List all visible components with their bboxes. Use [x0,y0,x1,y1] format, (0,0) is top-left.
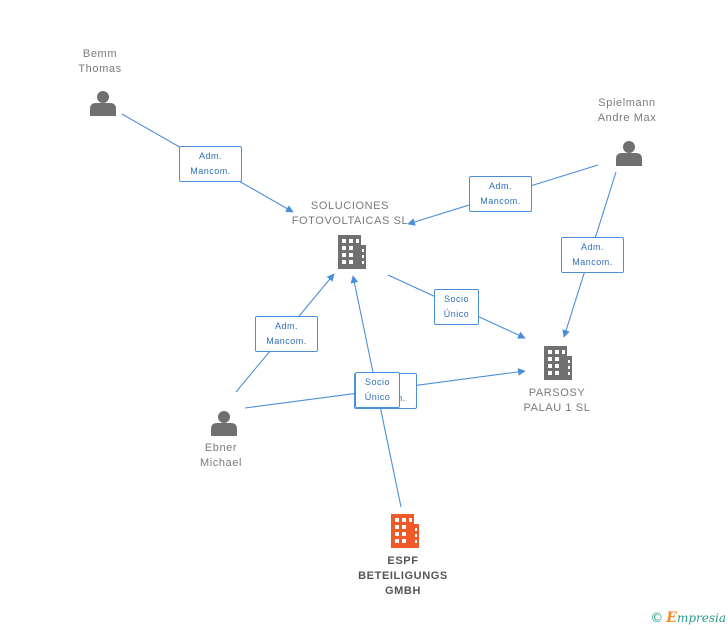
edge-role-line: Mancom. [190,166,231,176]
brand-name: mpresia [676,611,726,625]
person-icon[interactable] [616,141,642,166]
edge-role-line: Adm. [488,181,512,191]
person-icon[interactable] [211,411,237,436]
edge-label-spielmann-parsosy[interactable]: Adm. Mancom. [561,237,624,273]
edge-role-line: Adm. [580,242,604,252]
node-name-line: Michael [199,457,243,469]
node-label-spielmann[interactable]: Spielmann Andre Max [567,96,687,126]
node-name-line: Andre Max [597,112,657,124]
edge-role-line: Único [443,309,470,319]
edge-role-line: Mancom. [266,336,307,346]
edge-role-line: Adm. [198,151,222,161]
node-name-line: GMBH [384,585,421,597]
node-name-line: SOLUCIONES [310,200,390,212]
building-icon[interactable] [391,514,419,548]
person-icon[interactable] [90,91,116,116]
node-name-line: Thomas [78,63,122,75]
edge-role-line: Socio [443,294,469,304]
building-icon[interactable] [544,346,572,380]
building-icon[interactable] [338,235,366,269]
node-name-line: PARSOSY [528,387,586,399]
node-name-line: BETEILIGUNGS [358,570,448,582]
edge-label-ebner-soluciones[interactable]: Adm. Mancom. [255,316,318,352]
footer-brand[interactable]: ©Empresia [650,610,726,626]
edge-role-line: Socio [364,377,390,387]
node-label-parsosy[interactable]: PARSOSY PALAU 1 SL [497,386,617,416]
node-name-line: Ebner [204,442,238,454]
node-label-bemm[interactable]: Bemm Thomas [40,47,160,77]
edge-label-bemm-soluciones[interactable]: Adm. Mancom. [179,146,242,182]
edge-label-spielmann-soluciones[interactable]: Adm. Mancom. [469,176,532,212]
node-name-line: Bemm [82,48,118,60]
edge-role-line: Mancom. [572,257,613,267]
edge-role-line: Único [364,392,391,402]
copyright-symbol: © [650,611,664,626]
edge-role-line: Mancom. [480,196,521,206]
node-label-espf[interactable]: ESPF BETEILIGUNGS GMBH [343,554,463,599]
edge-label-soluciones-parsosy[interactable]: Socio Único [434,289,479,325]
node-name-line: ESPF [387,555,419,567]
edge-role-line: Adm. [274,321,298,331]
node-label-soluciones[interactable]: SOLUCIONES FOTOVOLTAICAS SL [270,199,430,229]
edge-label-espf-soluciones[interactable]: Socio Único [355,372,400,408]
node-name-line: Spielmann [598,97,656,109]
node-name-line: FOTOVOLTAICAS SL [291,215,409,227]
brand-logo-letter: E [666,610,677,626]
node-name-line: PALAU 1 SL [523,402,591,414]
node-label-ebner[interactable]: Ebner Michael [161,441,281,471]
